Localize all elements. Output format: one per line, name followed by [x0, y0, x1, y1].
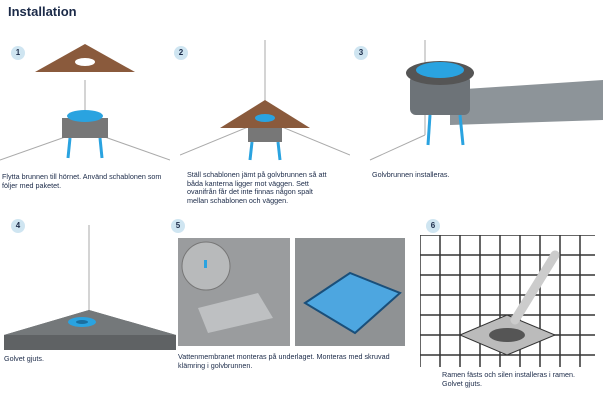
step-3-illustration [369, 40, 603, 161]
step-3-badge: 3 [354, 46, 368, 60]
step-5-caption: Vattenmembranet monteras på underlaget. … [178, 352, 390, 370]
step-2-caption: Ställ schablonen jämt på golvbrunnen så … [187, 170, 327, 205]
step-2-illustration [180, 40, 350, 161]
step-1-caption: Flytta brunnen till hörnet. Använd schab… [2, 172, 162, 190]
step-5-badge: 5 [171, 219, 185, 233]
step-4-illustration [4, 225, 176, 350]
step-2-badge: 2 [174, 46, 188, 60]
step-6-illustration [420, 235, 595, 367]
step-6-caption: Ramen fästs och silen installeras i rame… [442, 370, 576, 388]
step-1-badge: 1 [11, 46, 25, 60]
step-3-caption: Golvbrunnen installeras. [372, 170, 450, 179]
step-5-illustration-membrane [178, 238, 290, 346]
step-6-badge: 6 [426, 219, 440, 233]
step-4-caption: Golvet gjuts. [4, 354, 44, 363]
step-1-illustration [0, 44, 170, 161]
step-4-badge: 4 [11, 219, 25, 233]
step-5-illustration-tiled-floor [295, 238, 405, 346]
page-title: Installation [8, 4, 77, 19]
